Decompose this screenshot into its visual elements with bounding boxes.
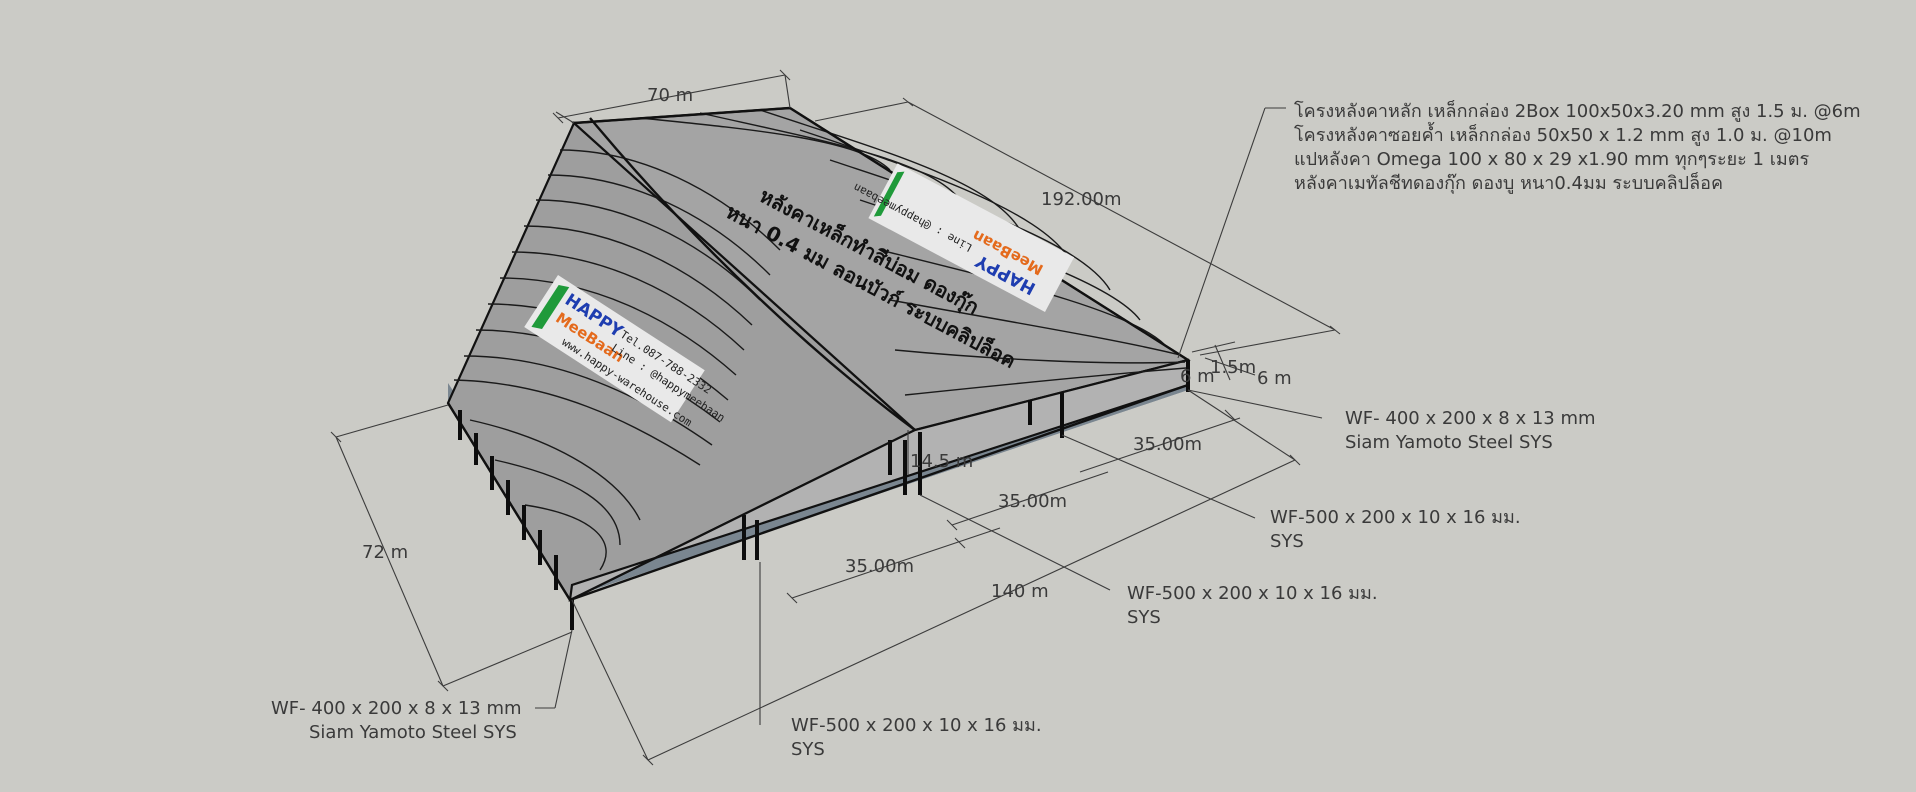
leader-lines [535,107,1323,725]
dim-width-top: 70 m [647,85,693,106]
gable-top [573,106,791,125]
dim-span-1: 35.00m [1133,434,1202,455]
roof-spec-line-4: หลังคาเมทัลชีทดองกุ๊ก ดองบู หนา0.4มม ระบ… [1294,171,1723,194]
warehouse-model [446,106,1191,630]
dim-right-small-a: 1.5m [1210,357,1256,378]
wf500-c-line-2: SYS [791,739,825,760]
roof-spec-line-2: โครงหลังคาซอยค้ำ เหล็กกล่อง 50x50 x 1.2 … [1294,122,1832,146]
columns [458,360,1190,630]
eave-front [569,383,1189,602]
dim-length-diag: 192.00m [1041,189,1122,210]
wf-left-line-2: Siam Yamoto Steel SYS [309,722,517,743]
wf500-a-line-1: WF-500 x 200 x 10 x 16 มม. [1270,507,1521,528]
dim-height: 14.5 m [910,451,973,472]
ridge-line [589,117,916,431]
wf500-b-line-1: WF-500 x 200 x 10 x 16 มม. [1127,583,1378,604]
dim-span-3: 35.00m [845,556,914,577]
dim-right-small-c: 6 m [1257,368,1292,389]
roof-spec-line-1: โครงหลังคาหลัก เหล็กกล่อง 2Box 100x50x3.… [1294,99,1861,122]
wf-right-line-1: WF- 400 x 200 x 8 x 13 mm [1345,408,1596,429]
dim-right-small-b: 6 m [1180,366,1215,387]
dim-span-2: 35.00m [998,491,1067,512]
dimension-lines [330,69,1341,766]
wf-right-line-2: Siam Yamoto Steel SYS [1345,432,1553,453]
roof-spec-notes: โครงหลังคาหลัก เหล็กกล่อง 2Box 100x50x3.… [1294,99,1861,194]
wf-left-line-1: WF- 400 x 200 x 8 x 13 mm [271,698,522,719]
dim-width-left: 72 m [362,542,408,563]
wf500-b-line-2: SYS [1127,607,1161,628]
dim-length-bottom: 140 m [991,581,1049,602]
wf500-c-line-1: WF-500 x 200 x 10 x 16 มม. [791,715,1042,736]
roof-spec-line-3: แปหลังคา Omega 100 x 80 x 29 x1.90 mm ทุ… [1294,149,1809,170]
wf500-a-line-2: SYS [1270,531,1304,552]
